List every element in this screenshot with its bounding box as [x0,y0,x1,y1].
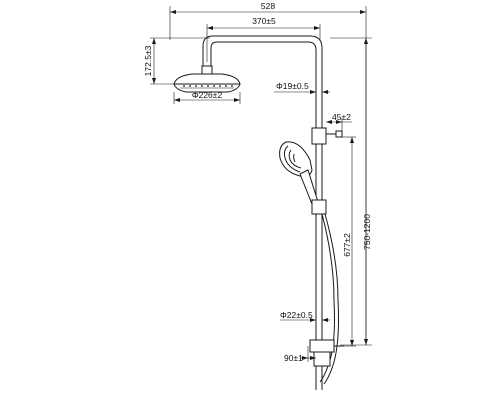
diverter-icon [311,127,327,145]
head-height-dimension: 172.5±3 [143,37,210,85]
riser-bar [315,120,323,348]
diverter [311,127,343,145]
hand-shower-icon [279,141,313,177]
height-range-label: 750-1200 [362,214,372,250]
slide-height-dimension: 677±2 [340,136,356,347]
inlet-offset-label: 90±1 [284,353,303,363]
shower-head-icon [173,73,241,85]
overall-width-dimension: 528 [169,1,367,345]
shower-hose [319,213,339,385]
arm-pipe-diameter-label: Φ19±0.5 [276,81,309,91]
diverter-offset-label: 45±2 [332,112,351,122]
diverter-offset-dimension: 45±2 [326,112,352,132]
rain-shower-head [173,65,241,93]
arm-length-label: 370±5 [252,16,276,26]
shower-head-connector [201,65,213,75]
arm-length-dimension: 370±5 [206,16,321,62]
inlet-offset-dimension: 90±1 [284,346,316,363]
head-diameter-dimension: Φ226±2 [173,90,241,104]
head-height-label: 172.5±3 [143,45,153,76]
bar-diameter-label: Φ22±0.5 [280,310,313,320]
arm-pipe-diameter-dimension: Φ19±0.5 [274,81,330,94]
hand-shower-holder [311,199,327,215]
mixer-valve [309,339,344,390]
head-diameter-label: Φ226±2 [192,90,223,100]
bar-diameter-dimension: Φ22±0.5 [280,310,330,322]
shower-head-nozzles [183,85,233,87]
mixer-valve-icon [309,339,335,353]
hand-shower [279,141,327,215]
overhead-arm-pipe [202,35,323,120]
height-range-dimension: 750-1200 [330,37,372,346]
overall-width-label: 528 [261,1,275,11]
slide-height-label: 677±2 [342,233,352,257]
